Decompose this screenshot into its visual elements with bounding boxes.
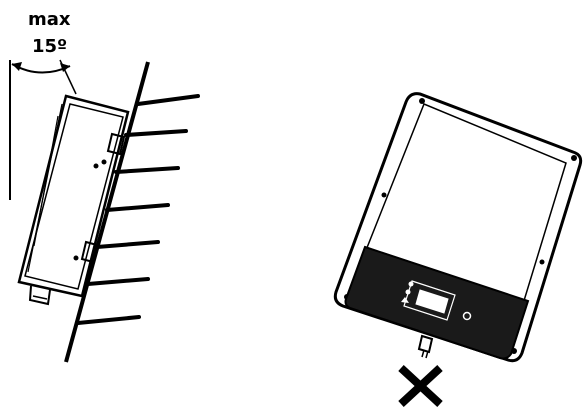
power-led-icon xyxy=(408,281,414,287)
angle-label-max: max xyxy=(28,9,71,30)
tilt-reference-line xyxy=(59,59,77,95)
function-button-icon xyxy=(462,311,472,321)
inverter-side-profile xyxy=(17,94,130,306)
wall-hatching xyxy=(76,94,200,325)
side-view-figure: max 15º xyxy=(9,9,200,363)
lcd-screen xyxy=(415,289,449,314)
bottom-connector xyxy=(417,334,434,359)
front-view-figure xyxy=(333,92,583,407)
warning-led-icon xyxy=(401,297,409,303)
x-mark-icon xyxy=(398,365,443,407)
angle-label-degrees: 15º xyxy=(32,36,67,57)
angle-arrow-left xyxy=(12,62,22,71)
run-led-icon xyxy=(405,289,411,295)
